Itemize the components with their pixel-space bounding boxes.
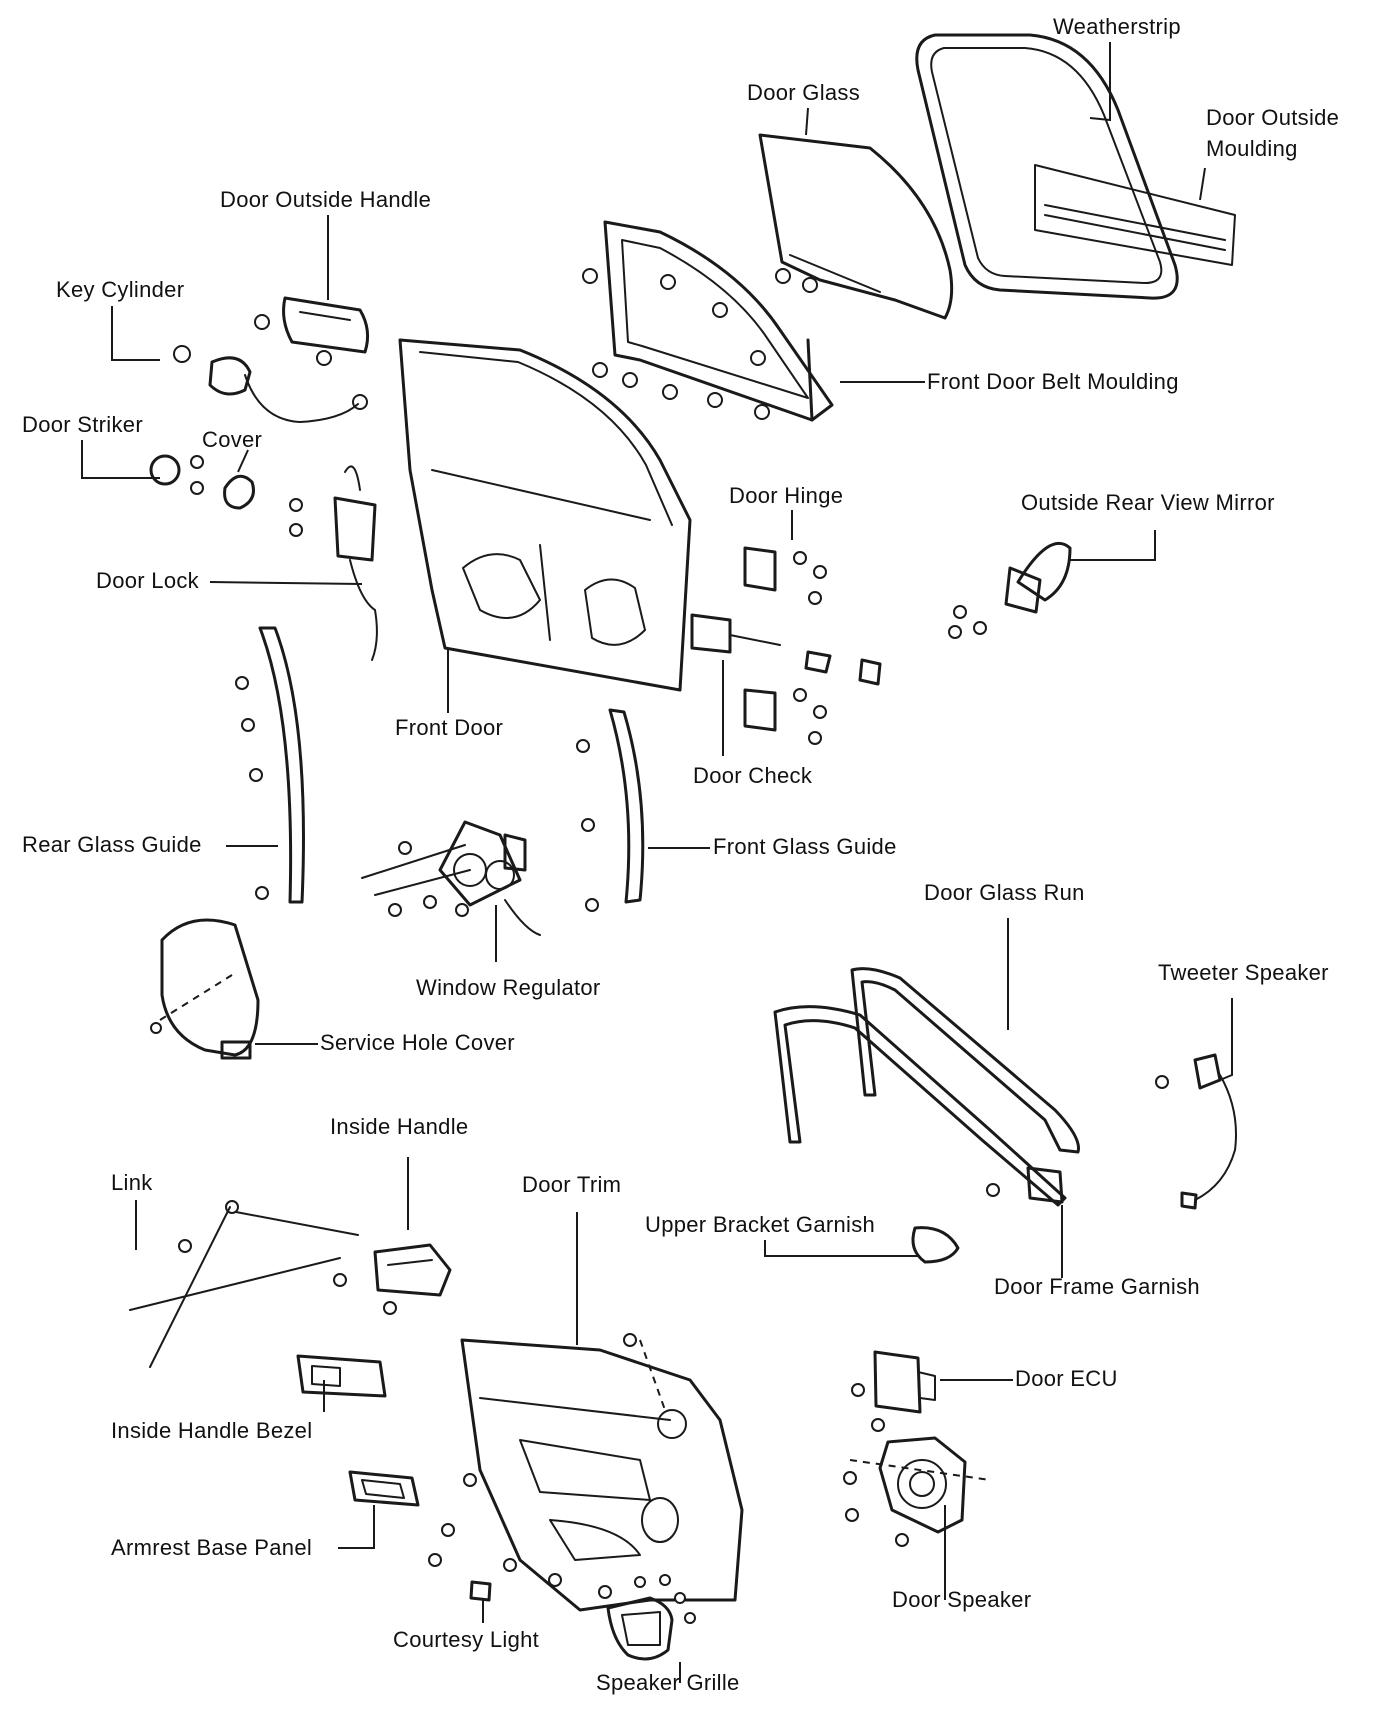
leader-armrest-base-panel: [338, 1505, 375, 1549]
label-front-door: Front Door: [395, 715, 504, 740]
door-lock-part: [289, 465, 378, 661]
label-speaker-grille: Speaker Grille: [596, 1670, 740, 1695]
link-part: [129, 1200, 359, 1368]
label-weatherstrip: Weatherstrip: [1053, 14, 1181, 39]
leader-key-cylinder: [111, 306, 160, 361]
label-cover: Cover: [202, 427, 263, 452]
armrest-base-panel-part: [348, 1470, 420, 1507]
leader-door-lock: [209, 581, 363, 585]
front-door-part: [398, 338, 692, 692]
door-glass-part: [758, 133, 954, 320]
label-door-lock: Door Lock: [96, 568, 199, 593]
inside-handle-part: [333, 1243, 452, 1315]
label-door-check: Door Check: [693, 763, 813, 788]
label-rear-glass-guide: Rear Glass Guide: [22, 832, 202, 857]
front-glass-guide-part: [576, 708, 645, 912]
leader-tweeter-speaker: [1219, 998, 1233, 1081]
leader-outside-mirror: [1070, 530, 1156, 561]
label-courtesy-light: Courtesy Light: [393, 1627, 540, 1652]
label-front-glass-guide: Front Glass Guide: [713, 834, 897, 859]
courtesy-light-part: [469, 1580, 492, 1602]
label-inside-handle: Inside Handle: [330, 1114, 469, 1139]
upper-bracket-garnish-part: [911, 1226, 960, 1264]
label-door-glass-run: Door Glass Run: [924, 880, 1085, 905]
label-door-hinge: Door Hinge: [729, 483, 844, 508]
key-cylinder-part: [173, 345, 368, 423]
outside-mirror-part: [948, 541, 1072, 639]
door-outside-handle-part: [254, 296, 370, 366]
rear-glass-guide-part: [235, 626, 305, 904]
belt-moulding-part: [582, 220, 834, 422]
label-door-speaker: Door Speaker: [892, 1587, 1032, 1612]
leader-door-outside-moulding: [1199, 167, 1206, 201]
leader-cover: [237, 449, 249, 473]
door-striker-part: [149, 454, 255, 510]
door-frame-garnish-part: [986, 1166, 1064, 1204]
label-door-striker: Door Striker: [22, 412, 143, 437]
label-upper-bracket-garnish: Upper Bracket Garnish: [645, 1212, 876, 1237]
label-link: Link: [111, 1170, 153, 1195]
label-door-ecu: Door ECU: [1015, 1366, 1118, 1391]
door-check-part: [690, 613, 882, 686]
door-trim-part: [428, 1333, 744, 1612]
inside-handle-bezel-part: [296, 1354, 387, 1398]
label-door-trim: Door Trim: [522, 1172, 622, 1197]
label-door-glass: Door Glass: [747, 80, 861, 105]
leader-door-striker: [81, 440, 160, 479]
label-inside-handle-bezel: Inside Handle Bezel: [111, 1418, 313, 1443]
label-service-hole-cover: Service Hole Cover: [320, 1030, 515, 1055]
label-door-frame-garnish: Door Frame Garnish: [994, 1274, 1200, 1299]
label-outside-rear-view-mirror: Outside Rear View Mirror: [1021, 490, 1275, 515]
weatherstrip-part: [915, 33, 1179, 300]
label-door-outside-handle: Door Outside Handle: [220, 187, 432, 212]
door-speaker-part: [843, 1436, 991, 1547]
door-ecu-part: [851, 1350, 936, 1432]
window-regulator-part: [361, 820, 541, 936]
leader-lines: [81, 42, 1233, 1683]
leader-weatherstrip: [1089, 42, 1111, 122]
door-hinge-part: [743, 546, 827, 745]
leader-door-glass: [805, 107, 809, 136]
tweeter-speaker-part: [1155, 1053, 1237, 1210]
speaker-grille-part: [606, 1574, 696, 1661]
service-hole-cover-part: [150, 918, 260, 1060]
leader-upper-bracket-garnish: [764, 1240, 920, 1257]
door-outside-moulding-part: [1034, 164, 1236, 266]
label-tweeter-speaker: Tweeter Speaker: [1158, 960, 1329, 985]
label-door-outside-moulding: Door Outside Moulding: [1206, 105, 1340, 161]
door-glass-run-part: [773, 967, 1081, 1207]
label-armrest-base-panel: Armrest Base Panel: [111, 1535, 313, 1560]
label-front-door-belt-moulding: Front Door Belt Moulding: [927, 369, 1179, 394]
label-key-cylinder: Key Cylinder: [56, 277, 185, 302]
label-window-regulator: Window Regulator: [416, 975, 601, 1000]
